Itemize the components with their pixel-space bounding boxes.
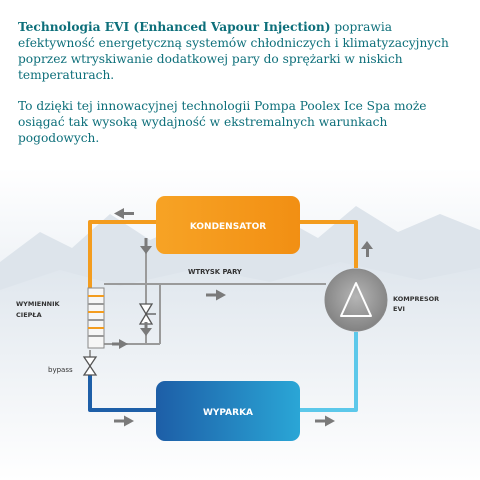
- arrow-left-icon: [114, 208, 134, 219]
- exchanger-sublabel: CIEPŁA: [16, 311, 42, 319]
- arrow-right-icon: [206, 289, 226, 301]
- heat-exchanger: [87, 287, 105, 349]
- arrow-right-icon: [315, 415, 335, 427]
- compressor-label: KOMPRESOR: [393, 295, 439, 303]
- intro-text: poprawia efektywność energetyczną system…: [18, 20, 449, 82]
- evaporator: WYPARKA: [156, 381, 300, 441]
- arrow-down-icon: [140, 322, 152, 336]
- outro-paragraph: To dzięki tej innowacyjnej technologii P…: [18, 99, 427, 145]
- intro-bold: Technologia EVI (Enhanced Vapour Injecti…: [18, 20, 331, 34]
- bypass-label: bypass: [48, 366, 73, 374]
- condenser-label: KONDENSATOR: [190, 222, 266, 232]
- injection-label: WTRYSK PARY: [188, 268, 242, 276]
- condenser: KONDENSATOR: [156, 196, 300, 254]
- flow-arrows: [112, 208, 373, 427]
- arrow-right-icon: [112, 339, 128, 349]
- exchanger-label: WYMIENNIK: [16, 300, 61, 308]
- compressor-sublabel: EVI: [393, 305, 405, 313]
- hot-pipes: [88, 220, 358, 290]
- injection-valve: [138, 303, 156, 325]
- compressor: [324, 268, 388, 332]
- evaporator-label: WYPARKA: [203, 408, 253, 418]
- arrow-up-icon: [361, 241, 373, 257]
- cold-pipes: [88, 332, 358, 412]
- arrow-right-icon: [114, 415, 134, 427]
- compressor-triangle-icon: [340, 282, 372, 317]
- intro-paragraph: Technologia EVI (Enhanced Vapour Injecti…: [18, 19, 468, 83]
- bypass-valve: [82, 356, 98, 376]
- arrow-down-icon: [140, 238, 152, 254]
